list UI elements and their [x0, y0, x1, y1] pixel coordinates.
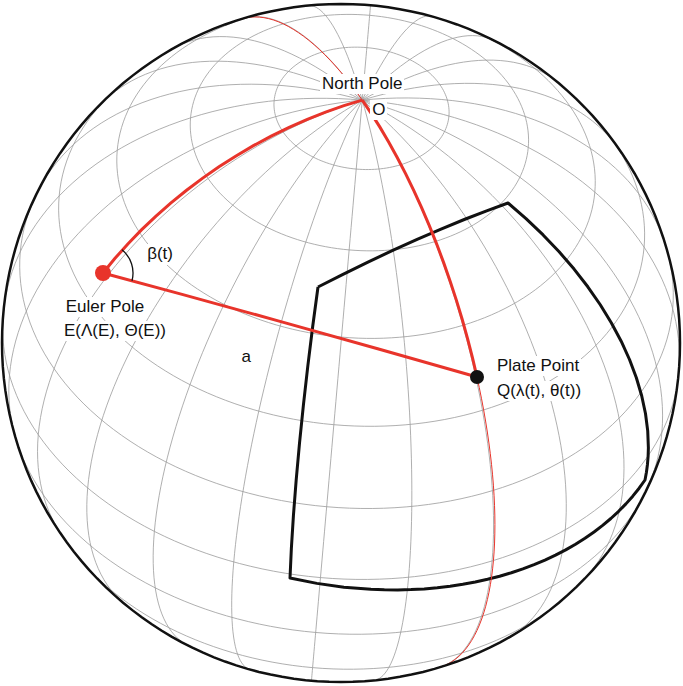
globe-outline: [2, 4, 680, 682]
graticule-line: [78, 557, 564, 670]
great-circle-arc: [103, 273, 477, 377]
graticule-line: [87, 100, 362, 603]
distance-label: a: [239, 347, 252, 367]
plate-outline: [290, 203, 648, 590]
angle-arc: [122, 250, 133, 281]
graticule-line: [362, 83, 619, 150]
graticule-line: [15, 437, 645, 634]
graticule-line: [37, 84, 363, 194]
graticule-line: [362, 60, 558, 100]
plate-boundary: [290, 203, 648, 590]
graticule-line: [117, 6, 595, 339]
plate-point-dot: [470, 370, 484, 384]
great-circle-arcs: [103, 17, 495, 667]
graticule-line: [362, 100, 566, 637]
graticule: [3, 5, 680, 682]
meridian-circle: [242, 17, 495, 667]
graticule-line: [362, 16, 432, 100]
graticule-line: [308, 6, 362, 101]
great-circle-arc: [103, 100, 362, 273]
graticule-line: [362, 98, 666, 249]
graticule-line: [362, 100, 624, 582]
graticule-line: [311, 100, 362, 681]
euler-pole-dot: [95, 265, 111, 281]
graticule-line: [362, 100, 662, 492]
sphere-outline: [2, 4, 680, 682]
coordinate-label: Q(λ(t), θ(t)): [495, 381, 583, 401]
graticule-line: [232, 100, 363, 670]
graticule-line: [153, 100, 362, 645]
graticule-line: [362, 36, 494, 100]
graticule-line: [20, 194, 674, 509]
coordinate-label: E(Λ(E), Θ(E)): [62, 321, 168, 341]
point-markers: [95, 265, 484, 384]
graticule-line: [3, 98, 362, 313]
graticule-line: [274, 47, 449, 169]
graticule-line: [59, 87, 645, 426]
graticule-line: [173, 37, 363, 100]
point-label: Plate Point: [495, 356, 581, 376]
great-circle-arc: [362, 100, 477, 377]
graticule-line: [362, 100, 412, 680]
graticule-line: [3, 313, 679, 579]
angle-label: β(t): [145, 244, 175, 264]
point-symbol: O: [370, 100, 387, 120]
pole-label: Euler Pole: [64, 297, 146, 317]
graticule-line: [362, 100, 679, 372]
pole-label: North Pole: [320, 74, 404, 94]
